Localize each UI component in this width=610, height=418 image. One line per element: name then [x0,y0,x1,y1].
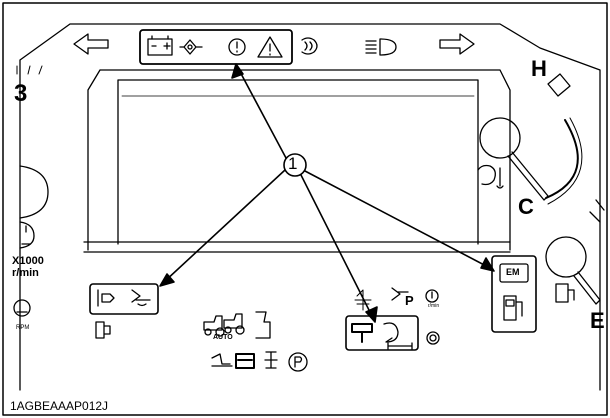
top-indicator-group [139,29,293,65]
headlight-icon [365,38,397,56]
four-wheel-drive-icon [354,289,372,311]
rpm-icon-label: RPM [16,325,30,331]
battery-icon [147,35,173,56]
engine-rpm-icon [425,289,439,303]
dashboard-outline [19,23,601,391]
oil-pressure-icon [179,39,203,55]
engine-em-label: EM [506,267,520,277]
rpm-unit-label: r/min [12,267,39,279]
work-light-icon [97,289,115,307]
warning-circle-icon [228,38,246,56]
glow-plug-icon [301,37,318,55]
display-window [87,69,511,251]
engine-check-icon [499,263,529,283]
rpm-scale-label: X1000 [12,255,44,267]
temperature-needle [479,117,549,201]
callout-number: 1 [288,154,298,173]
rpm-icon [13,299,31,317]
gear-number-label: 3 [14,80,28,107]
temp-cold-label: C [518,194,534,219]
diff-lock-icon [264,351,278,369]
tachometer-dial [19,165,49,219]
engine-speed-icon [19,221,35,249]
pto-icon [391,287,409,301]
tractor-icon [203,315,225,337]
right-arrow-icon [439,33,475,55]
hitch-icon [211,353,233,367]
tractor-auto-icon [223,313,245,335]
display-lower-edge [83,241,511,253]
fuel-dial [545,199,605,305]
brake-icon [426,331,440,345]
rmin-small-label: r/min [428,303,440,309]
fuel-pump-icon [555,283,575,303]
washer-icon [131,289,151,307]
fuel-empty-label: E [590,308,605,333]
callout-marker [283,153,307,177]
callout-leaders [159,63,495,323]
fuel-level-icon [503,295,523,321]
bottom-right-indicator-group [345,315,419,351]
implement-icon [95,321,111,339]
seat-icon [255,311,271,339]
figure-code: 1AGBEAAAP012J [10,399,109,413]
water-temperature-icon [477,164,504,189]
master-warning-triangle-icon [257,36,283,58]
cruise-control-icon [351,323,373,343]
gearbox-icon [235,353,255,369]
bottom-left-indicator-group [89,283,159,315]
temp-hot-label: H [531,56,547,81]
right-indicator-group [491,255,537,333]
timer-icon [383,322,413,350]
auto-label: AUTO [213,334,233,341]
gear-indicator-marks [16,65,43,75]
parking-brake-icon [288,352,308,372]
left-arrow-icon [73,33,109,55]
temperature-dial [545,73,583,205]
pto-p-label: P [405,293,414,308]
